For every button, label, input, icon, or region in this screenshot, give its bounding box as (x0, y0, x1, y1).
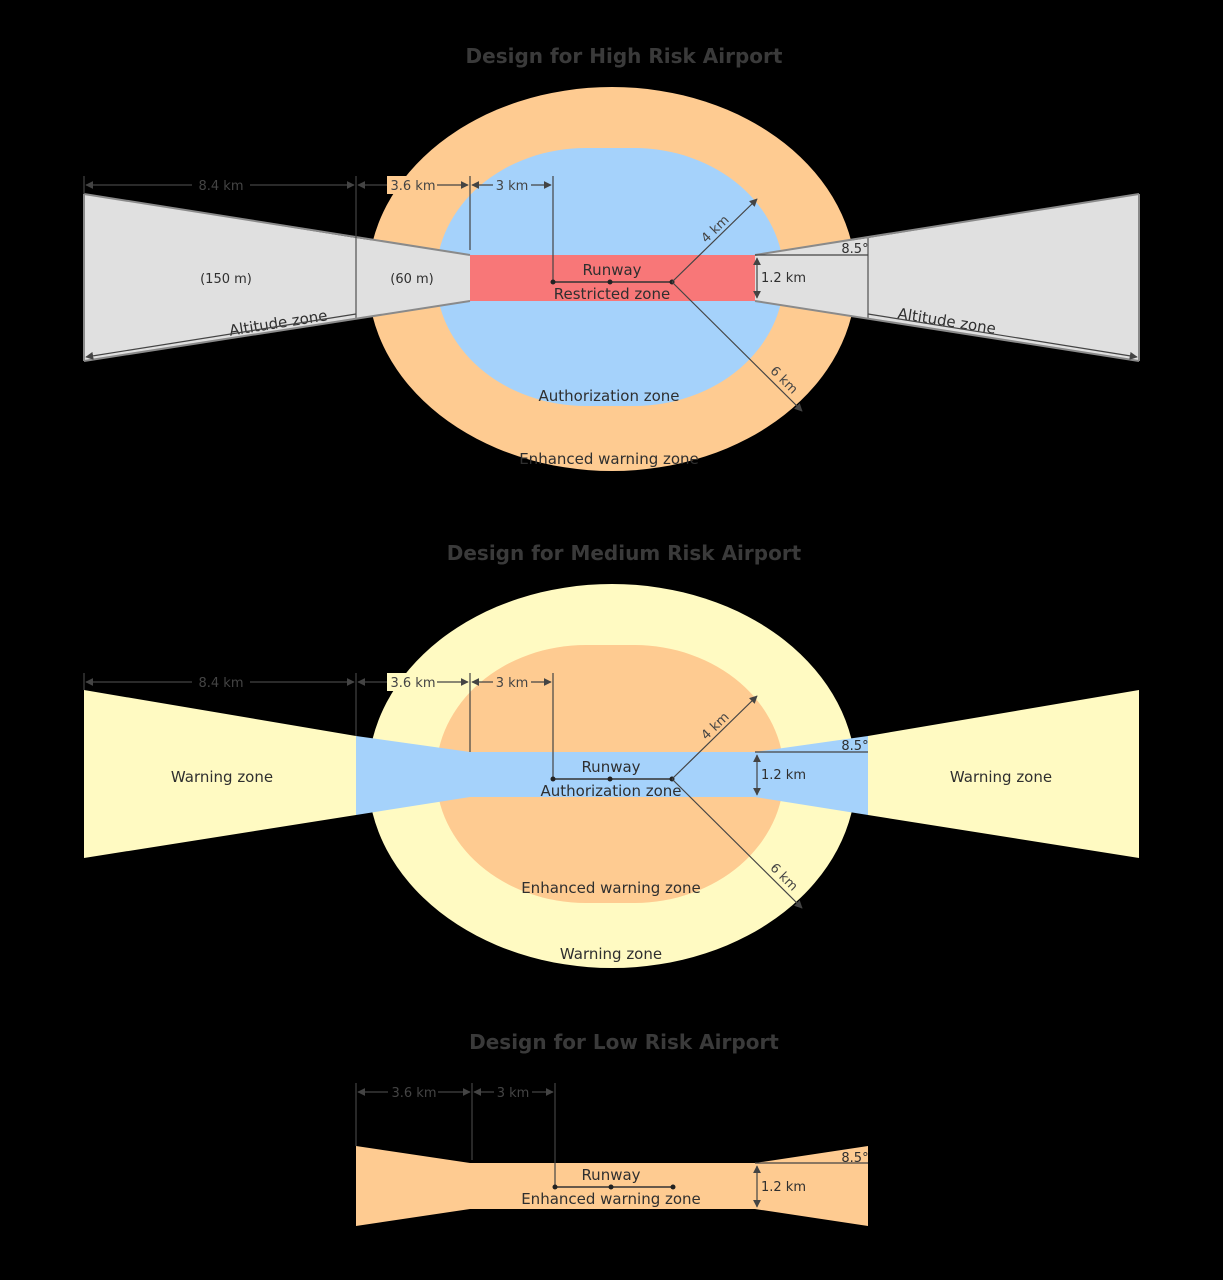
low-dim-bg (494, 1083, 532, 1101)
high-radius-4 (671, 198, 758, 283)
high-width: 1.2 km (761, 271, 806, 286)
medium-authorization-zone (356, 736, 868, 815)
medium-radius-4 (671, 695, 758, 780)
medium-runway-center (607, 776, 613, 782)
high-dim-bg (387, 176, 437, 194)
low-dim-3-6: 3.6 km (392, 1086, 437, 1101)
low-risk-panel: Design for Low Risk Airport 3.6 km 3 km … (355, 1030, 869, 1226)
medium-dim-3: 3 km (496, 676, 529, 691)
high-title: Design for High Risk Airport (466, 44, 783, 68)
high-radius-6 (671, 281, 803, 412)
high-runway-end-left (550, 279, 556, 285)
medium-angle: 8.5° (841, 739, 868, 754)
medium-enhanced-label: Enhanced warning zone (521, 879, 701, 897)
low-angle: 8.5° (841, 1151, 868, 1166)
low-dim-3: 3 km (497, 1086, 530, 1101)
high-runway-label: Runway (582, 261, 641, 279)
medium-runway-label: Runway (581, 758, 640, 776)
high-authorization-label: Authorization zone (538, 387, 679, 405)
high-alt-150: (150 m) (200, 272, 252, 287)
medium-risk-panel: Design for Medium Risk Airport 8.4 km 3.… (83, 541, 1139, 968)
low-width: 1.2 km (761, 1180, 806, 1195)
high-left-outer-altitude-zone (84, 194, 356, 361)
low-title: Design for Low Risk Airport (469, 1030, 779, 1054)
high-enhanced-label: Enhanced warning zone (519, 450, 699, 468)
high-runway-center (607, 279, 613, 285)
medium-left-warning-zone (84, 690, 356, 858)
medium-dim-bg (387, 673, 437, 691)
medium-radius-6 (671, 778, 803, 909)
medium-warning-left-label: Warning zone (171, 768, 273, 786)
high-dim-bg (493, 176, 531, 194)
high-dim-3-6: 3.6 km (391, 179, 436, 194)
high-restricted-label: Restricted zone (554, 285, 670, 303)
high-right-altitude-zone (755, 194, 1139, 361)
medium-warning-right-label: Warning zone (950, 768, 1052, 786)
high-dim-3: 3 km (496, 179, 529, 194)
high-left-bottom-edge (83, 300, 471, 362)
medium-dim-3-6: 3.6 km (391, 676, 436, 691)
high-restricted-zone (470, 255, 755, 301)
high-alt-60: (60 m) (390, 272, 433, 287)
low-runway-end-left (552, 1184, 558, 1190)
low-runway-end-right (670, 1184, 676, 1190)
low-runway-center (608, 1184, 614, 1190)
high-right-top-edge (754, 193, 1140, 256)
high-left-top-edge (83, 193, 471, 256)
low-enhanced-label: Enhanced warning zone (521, 1190, 701, 1208)
medium-dim-8-4: 8.4 km (199, 676, 244, 691)
high-altitude-arrow-left (85, 313, 357, 360)
medium-title: Design for Medium Risk Airport (447, 541, 802, 565)
low-runway-label: Runway (581, 1166, 640, 1184)
high-altitude-arrow-right (867, 313, 1138, 360)
high-angle: 8.5° (841, 242, 868, 257)
high-risk-panel: Design for High Risk Airport 8.4 km 3.6 … (83, 44, 1140, 471)
medium-dim-bg (493, 673, 531, 691)
high-left-inner-altitude-zone (356, 238, 470, 318)
high-right-bottom-edge (754, 300, 1140, 362)
high-dim-8-4: 8.4 km (199, 179, 244, 194)
medium-warning-bottom-label: Warning zone (560, 945, 662, 963)
medium-width: 1.2 km (761, 768, 806, 783)
medium-runway-end-left (550, 776, 556, 782)
low-dim-bg (388, 1083, 438, 1101)
medium-right-warning-zone (868, 690, 1139, 858)
medium-authorization-label: Authorization zone (540, 782, 681, 800)
